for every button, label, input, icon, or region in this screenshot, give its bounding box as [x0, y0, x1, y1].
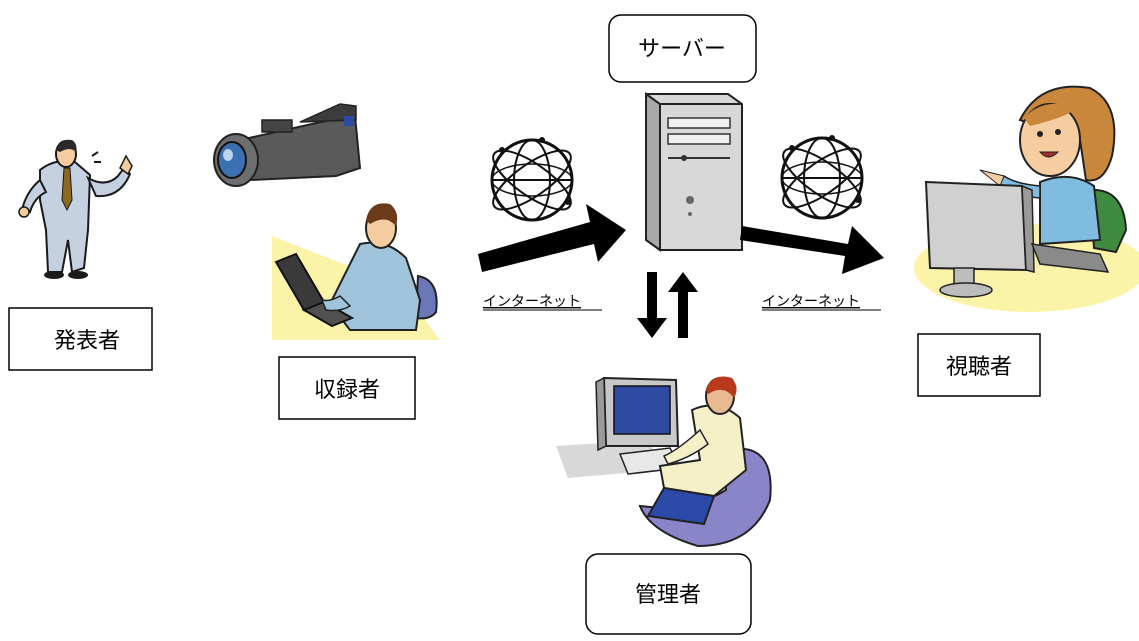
server-label: サーバー — [638, 37, 726, 62]
recorder-label: 収録者 — [314, 378, 380, 403]
server-label-box — [608, 14, 757, 83]
globe-icon — [490, 137, 574, 222]
arrow-server-to-viewer — [740, 226, 884, 274]
presenter-illustration — [18, 139, 133, 279]
arrow-admin-to-server — [668, 272, 698, 338]
presenter-label-box — [8, 307, 153, 371]
arrow-recorder-to-server — [478, 204, 626, 272]
recorder-label-box — [278, 356, 416, 420]
tower-server-illustration — [645, 92, 743, 252]
laptop-operator-illustration — [272, 203, 440, 340]
presenter-label: 発表者 — [54, 329, 120, 354]
globe-icon — [780, 135, 864, 220]
admin-label-box — [585, 553, 752, 635]
viewer-label-box — [917, 333, 1041, 397]
viewer-label: 視聴者 — [946, 355, 1012, 380]
video-camera-illustration — [213, 103, 362, 187]
admin-label: 管理者 — [635, 583, 701, 608]
workstation-admin-illustration — [556, 376, 772, 548]
internet-label-left: インターネット — [483, 294, 581, 310]
internet-label-right: インターネット — [762, 294, 860, 310]
desktop-user-illustration — [914, 85, 1139, 312]
arrow-server-to-admin — [637, 272, 667, 338]
